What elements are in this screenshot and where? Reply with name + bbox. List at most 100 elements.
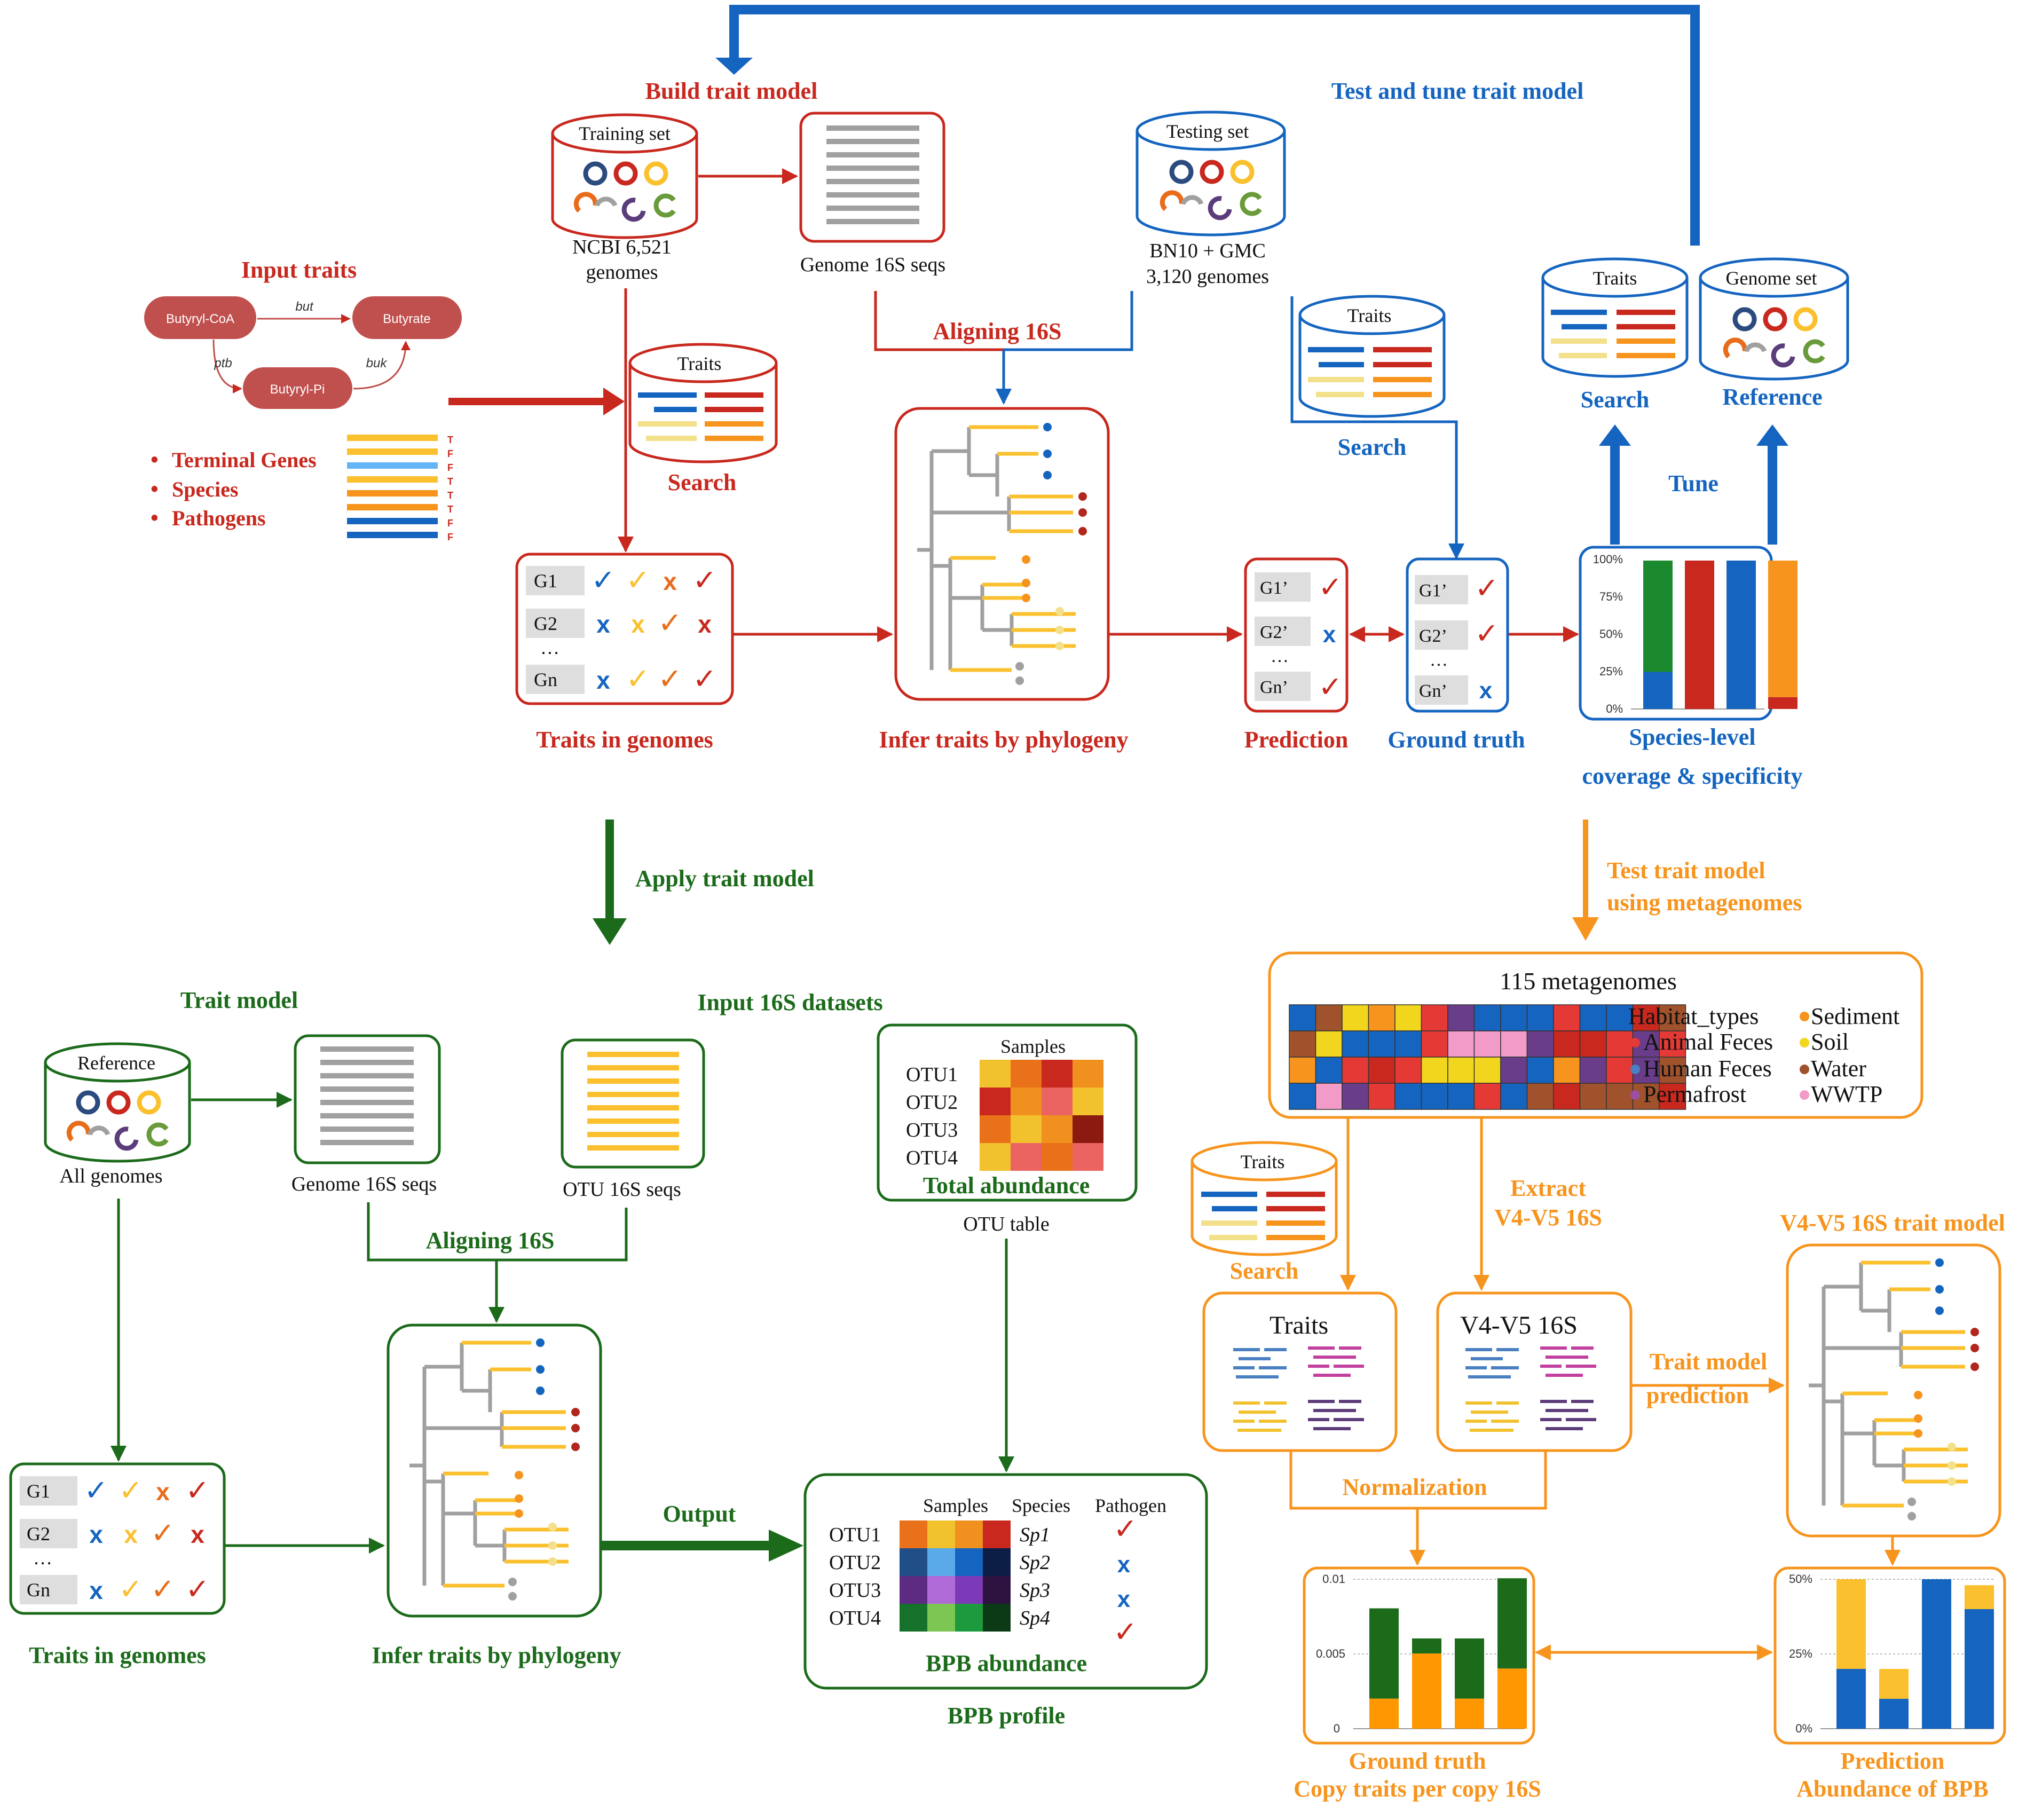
heatmap-cell (1526, 1004, 1554, 1031)
gt-tick: 0 (1334, 1722, 1340, 1735)
trait-mark: ✓ (626, 663, 650, 695)
bpb-abundance-label: BPB abundance (926, 1650, 1087, 1676)
genome-rings-icon (573, 161, 676, 222)
buk-gene-label: buk (366, 356, 388, 371)
trait-mark: x (191, 1520, 204, 1548)
truth-mark: ✓ (1475, 572, 1499, 604)
traits-db-label: Traits (1347, 305, 1392, 326)
trait-mark: x (89, 1577, 103, 1604)
prediction-mark: ✓ (1318, 671, 1342, 703)
genome-rings-icon (66, 1090, 169, 1151)
training-caption-2: genomes (586, 261, 658, 283)
bar-segment (1497, 1578, 1527, 1669)
bpb-heatmap (900, 1520, 1011, 1632)
metagenome-habitat-heatmap (1289, 1004, 1686, 1110)
legend-item: Water (1811, 1055, 1866, 1082)
heatmap-cell (1394, 1057, 1422, 1084)
output-label: Output (663, 1501, 736, 1527)
genome-16s-box-apply (294, 1034, 441, 1164)
otu-16s-box (561, 1038, 705, 1169)
heatmap-cell (1473, 1004, 1501, 1031)
feedback-arrow-head (715, 58, 753, 75)
heatmap-cell (1394, 1083, 1422, 1110)
ptb-gene-label: ptb (214, 356, 232, 371)
heatmap-cell (1289, 1057, 1316, 1084)
trait-mark: x (596, 610, 610, 638)
heatmap-cell (1368, 1030, 1396, 1058)
infer-phylogeny-label-build: Infer traits by phylogeny (879, 727, 1128, 753)
infer-phylogeny-label-apply: Infer traits by phylogeny (372, 1642, 621, 1668)
bar-segment (1965, 1585, 1994, 1609)
heatmap-cell (1659, 1057, 1686, 1084)
prediction-box: G1’ G2’ … Gn’ ✓ x ✓ (1244, 557, 1349, 713)
gt-label-1: Ground truth (1349, 1748, 1486, 1774)
gt-label-2: Copy traits per copy 16S (1294, 1776, 1541, 1802)
pathogen-mark: x (1117, 1551, 1131, 1578)
svg-text:•: • (151, 477, 159, 502)
otu-row-label: OTU2 (829, 1551, 881, 1574)
traits-db-meta: Traits (1191, 1141, 1338, 1256)
profile-samples-label: Samples (923, 1495, 988, 1516)
heatmap-cell (1315, 1083, 1343, 1110)
genome-row-label: G2 (534, 613, 557, 634)
genome-row-label: Gn (27, 1579, 50, 1601)
trait-bars-icon (347, 435, 438, 538)
heatmap-cell (1447, 1057, 1475, 1084)
svg-text:F: F (447, 462, 453, 473)
training-caption-1: NCBI 6,521 (572, 236, 672, 258)
bar-segment (1369, 1698, 1399, 1729)
trait-mark: ✓ (84, 1475, 108, 1507)
build-title: Build trait model (645, 78, 818, 104)
heatmap-cell (1315, 1030, 1343, 1058)
truth-mark: x (1479, 677, 1493, 704)
trait-mark: x (698, 610, 712, 638)
heatmap-cell (1659, 1083, 1686, 1110)
trait-mark: x (596, 666, 610, 694)
coverage-bars (1643, 561, 1798, 709)
trait-model-title: Trait model (180, 987, 298, 1013)
tf-letters: T F F T T T F F (447, 435, 453, 542)
pred-label-1: Prediction (1841, 1748, 1945, 1774)
heatmap-cell (1606, 1030, 1634, 1058)
heatmap-cell (1342, 1030, 1369, 1058)
heatmap-cell (1473, 1083, 1501, 1110)
heatmap-cell (1289, 1030, 1316, 1058)
meta-traits-title: Traits (1270, 1311, 1328, 1340)
heatmap-cell (1289, 1083, 1316, 1110)
phylogeny-tree-meta (1786, 1243, 2001, 1538)
reference-db-apply: Reference (44, 1042, 191, 1163)
svg-text:T: T (447, 504, 453, 515)
normalization-label: Normalization (1342, 1474, 1487, 1500)
trait-model-prediction-2: prediction (1646, 1382, 1749, 1408)
testing-set-label: Testing set (1166, 121, 1249, 142)
bar-segment (1497, 1668, 1527, 1729)
heatmap-cell (1368, 1004, 1396, 1031)
bar-segment (1455, 1638, 1484, 1699)
otu-row-label: OTU4 (829, 1607, 881, 1629)
heatmap-cell (1421, 1030, 1448, 1058)
test-metagenome-label-2: using metagenomes (1607, 889, 1802, 916)
genome-16s-label: Genome 16S seqs (800, 254, 945, 276)
heatmap-cell (1421, 1004, 1448, 1031)
pred-tick: 50% (1789, 1572, 1812, 1586)
heatmap-cell (1500, 1004, 1528, 1031)
v4v5-title: V4-V5 16S (1460, 1311, 1578, 1340)
heatmap-cell (1394, 1004, 1422, 1031)
trait-mark: x (663, 568, 677, 595)
heatmap-cell (1500, 1083, 1528, 1110)
bpb-profile-label: BPB profile (948, 1703, 1065, 1729)
species-label: Sp2 (1020, 1551, 1050, 1574)
bar-segment (1685, 561, 1714, 709)
testing-set-db: Testing set (1136, 111, 1286, 237)
test-tune-title: Test and tune trait model (1331, 78, 1584, 104)
samples-label: Samples (1000, 1036, 1066, 1057)
input-traits-title: Input traits (241, 257, 357, 283)
bar-segment (1643, 672, 1673, 709)
butyrate-node: Butyrate (383, 312, 430, 326)
search-label-test: Search (1338, 434, 1407, 460)
trait-mark: ✓ (626, 564, 650, 596)
trait-mark: x (631, 610, 645, 638)
trait-mark: ✓ (591, 564, 615, 596)
bullet-species: Species (172, 477, 238, 501)
otu-16s-label: OTU 16S seqs (563, 1178, 681, 1201)
